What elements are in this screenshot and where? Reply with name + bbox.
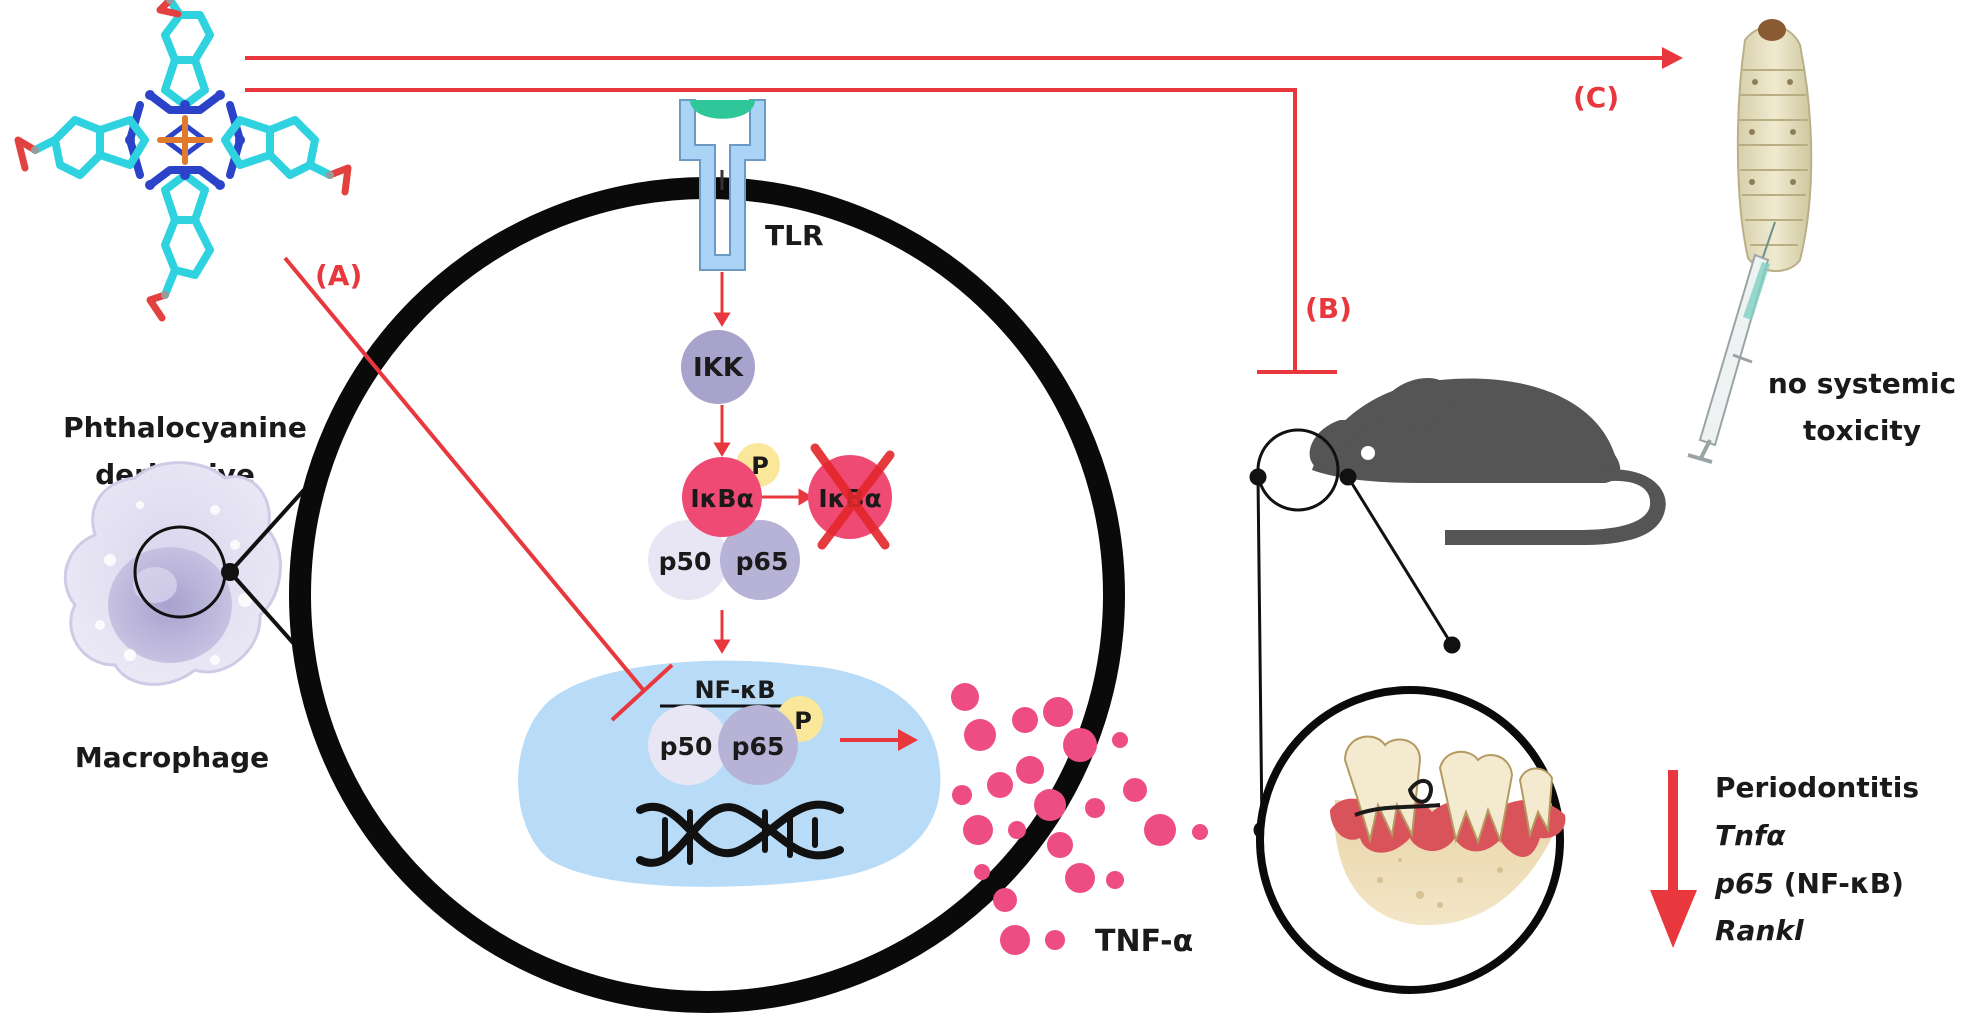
signal-arrows — [713, 272, 813, 654]
inhibition-line-b — [245, 88, 1337, 374]
ikba-label: IκBα — [690, 484, 753, 513]
p50-label: p50 — [659, 547, 712, 576]
compound-label-line1: Phthalocyanine — [63, 411, 307, 444]
periodontal-teeth-icon — [1330, 735, 1566, 926]
macrophage-label: Macrophage — [75, 741, 269, 774]
nfkb-p50-label: p50 — [660, 732, 713, 761]
larva-icon — [1736, 19, 1813, 272]
decrease-arrow-icon — [1650, 770, 1697, 948]
zoom-lines-teeth — [1249, 468, 1461, 839]
outcome-tnf: Tnfα — [1715, 819, 1786, 852]
path-c-label: (C) — [1573, 81, 1619, 114]
outcome-title: Periodontitis — [1715, 771, 1919, 804]
path-a-label: (A) — [315, 259, 362, 292]
ikba-complex: P IκBα p50 p65 — [648, 443, 800, 600]
outcome-rankl: Rankl — [1715, 914, 1804, 947]
tnf-alpha-label: TNF-α — [1095, 924, 1193, 959]
arrow-line-c — [245, 47, 1683, 69]
outcome-p65: p65 (NF-κB) — [1714, 867, 1904, 900]
cross-icon — [810, 443, 895, 550]
ikba-degraded: IκBα — [808, 443, 895, 550]
toxicity-line2: toxicity — [1803, 414, 1921, 447]
ikk-label: IKK — [693, 353, 744, 383]
tlr-label: TLR — [765, 219, 824, 252]
nfkb-p65-label: p65 — [732, 732, 785, 761]
tlr-receptor-icon — [679, 99, 766, 271]
dna-helix-icon — [636, 800, 844, 867]
nfkb-label: NF-κB — [694, 676, 775, 704]
nfkb-phospho-label: P — [794, 707, 812, 735]
toxicity-line1: no systemic — [1768, 367, 1956, 400]
p65-label: p65 — [736, 547, 789, 576]
syringe-icon — [1687, 221, 1776, 464]
outcome-p65-gene: p65 — [1714, 867, 1774, 900]
ikba-phospho-label: P — [751, 452, 769, 480]
inhibition-line-a — [283, 256, 674, 722]
ikk-node: IKK — [681, 330, 755, 404]
nfkb-complex: NF-κB P p50 p65 — [648, 676, 823, 785]
phthalocyanine-molecule-icon — [14, 0, 352, 322]
macrophage-cell-icon — [63, 461, 282, 686]
secretion-arrow — [840, 729, 918, 751]
mouse-icon — [1309, 377, 1666, 545]
nucleus — [518, 660, 941, 887]
path-b-label: (B) — [1305, 292, 1352, 325]
outcome-p65-suffix: (NF-κB) — [1774, 867, 1904, 900]
tnf-alpha-particles — [951, 683, 1208, 955]
